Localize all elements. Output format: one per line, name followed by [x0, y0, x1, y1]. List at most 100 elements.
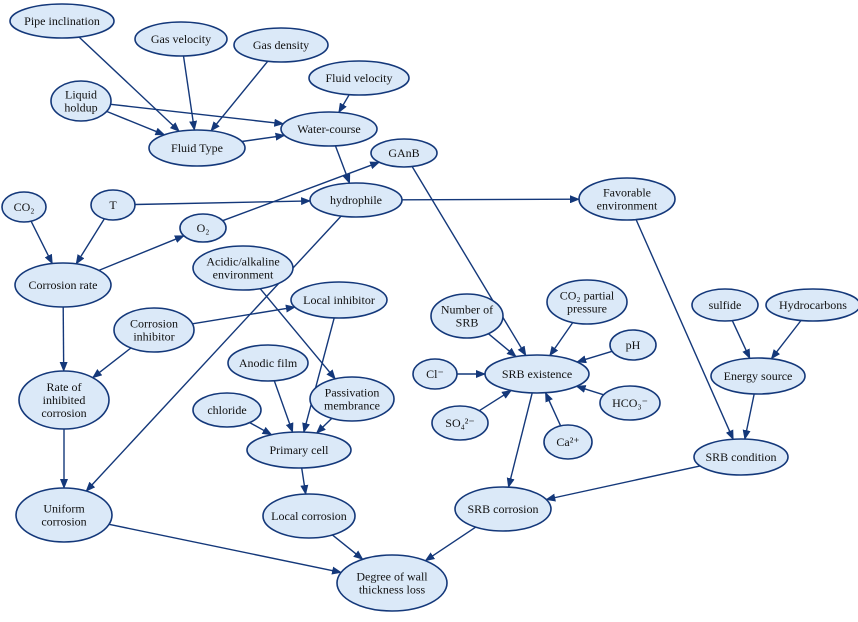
node-ellipse [578, 177, 676, 221]
node-label: SRB existence [502, 367, 572, 381]
edge-favorable-env-to-srb-condition [635, 219, 734, 441]
node-label: SRB [456, 316, 479, 330]
node-label: Acidic/alkaline [206, 255, 279, 269]
edge-hydrophile-to-favorable-env [401, 195, 580, 204]
node-ellipse [9, 3, 115, 39]
edge-local-inhibitor-to-primary-cell [302, 317, 335, 434]
node-local-corrosion: Local corrosion [262, 493, 356, 539]
edge-gas-velocity-to-fluid-type [182, 55, 198, 131]
edge-gas-density-to-fluid-type [210, 60, 269, 132]
edge-sulfide-to-energy-source [731, 320, 751, 360]
node-ellipse [693, 438, 789, 476]
node-srb-existence: SRB existence [484, 354, 590, 394]
node-corrosion-rate: Corrosion rate [14, 262, 112, 308]
edge-t-to-hydrophile [134, 197, 312, 206]
node-ellipse [609, 329, 657, 361]
edge-srb-condition-to-srb-corrosion [545, 465, 701, 502]
edge-chloride-to-primary-cell [249, 421, 273, 436]
node-label: chloride [207, 403, 246, 417]
node-ellipse [246, 431, 352, 469]
node-o2: O₂ [179, 213, 227, 243]
edge-co2-to-corrosion-rate [30, 220, 53, 265]
node-label: Water-course [297, 122, 360, 136]
node-hydrocarbons: Hydrocarbons [765, 288, 858, 322]
edge-o2-to-ganb [222, 161, 381, 222]
edge-srb-corrosion-to-wall-loss [424, 526, 477, 562]
node-label: Number of [441, 303, 493, 317]
node-label: Liquid [65, 88, 97, 102]
node-ellipse [148, 129, 246, 167]
edge-hydrophile-to-uniform-corrosion [85, 215, 342, 492]
node-label: Fluid Type [171, 141, 223, 155]
edge-so4-to-srb-existence [478, 389, 512, 412]
node-label: O₂ [197, 221, 210, 235]
node-label: Rate of [47, 380, 82, 394]
node-hydrophile: hydrophile [309, 182, 403, 218]
node-label: Anodic film [239, 356, 298, 370]
node-label: Corrosion [130, 317, 178, 331]
node-label: Corrosion rate [29, 278, 98, 292]
node-ph: pH [609, 329, 657, 361]
node-label: SRB condition [705, 450, 776, 464]
edge-energy-source-to-srb-condition [742, 393, 755, 441]
node-ellipse [192, 245, 294, 291]
node-anodic-film: Anodic film [227, 344, 309, 382]
edge-ca2-to-srb-existence [544, 391, 562, 427]
node-fluid-velocity: Fluid velocity [308, 60, 410, 96]
node-label: corrosion [41, 515, 86, 529]
node-so4: SO₄²⁻ [431, 405, 489, 441]
node-label: CO₂ [14, 200, 35, 214]
node-ellipse [412, 358, 458, 390]
node-ellipse [309, 182, 403, 218]
node-label: GAnB [388, 146, 419, 160]
node-ellipse [179, 213, 227, 243]
edge-corrosion-rate-to-o2 [98, 235, 185, 272]
node-ellipse [308, 60, 410, 96]
edge-local-corrosion-to-wall-loss [331, 534, 364, 560]
node-energy-source: Energy source [710, 357, 806, 395]
edge-primary-cell-to-local-corrosion [300, 467, 309, 496]
node-gas-density: Gas density [233, 27, 329, 63]
node-water-course: Water-course [280, 111, 378, 147]
node-label: hydrophile [330, 193, 382, 207]
node-ellipse [336, 554, 448, 612]
node-label: corrosion [41, 406, 86, 420]
node-ellipse [90, 189, 136, 221]
node-ca2: Ca²⁺ [543, 424, 593, 460]
edge-fluid-type-to-water-course [241, 132, 286, 143]
edge-corrosion-rate-to-rate-inhibited [59, 306, 68, 372]
node-label: Gas density [253, 38, 309, 52]
node-label: T [109, 198, 117, 212]
node-label: thickness loss [359, 583, 426, 597]
node-ellipse [1, 191, 47, 223]
node-label: environment [597, 199, 658, 213]
node-label: Passivation [325, 386, 380, 400]
node-label: pH [626, 338, 641, 352]
edge-number-srb-to-srb-existence [487, 333, 517, 358]
node-label: Energy source [724, 369, 793, 383]
node-ellipse [134, 21, 228, 57]
edge-ganb-to-srb-existence [411, 166, 527, 357]
edge-srb-existence-to-srb-corrosion [506, 392, 533, 489]
edge-corrosion-inhibitor-to-rate-inhibited [91, 347, 132, 379]
node-ellipse [546, 279, 628, 325]
node-label: SRB corrosion [467, 502, 538, 516]
node-t: T [90, 189, 136, 221]
node-ellipse [691, 288, 759, 322]
node-gas-velocity: Gas velocity [134, 21, 228, 57]
node-ellipse [280, 111, 378, 147]
node-ellipse [599, 385, 661, 421]
node-label: Cl⁻ [426, 367, 444, 381]
node-ellipse [430, 293, 504, 339]
node-ellipse [290, 281, 388, 319]
edge-anodic-film-to-primary-cell [273, 380, 294, 434]
node-ellipse [18, 370, 110, 430]
edge-acid-alk-env-to-passivation [259, 288, 336, 380]
node-ellipse [14, 262, 112, 308]
edge-hco3-to-srb-existence [575, 385, 604, 396]
